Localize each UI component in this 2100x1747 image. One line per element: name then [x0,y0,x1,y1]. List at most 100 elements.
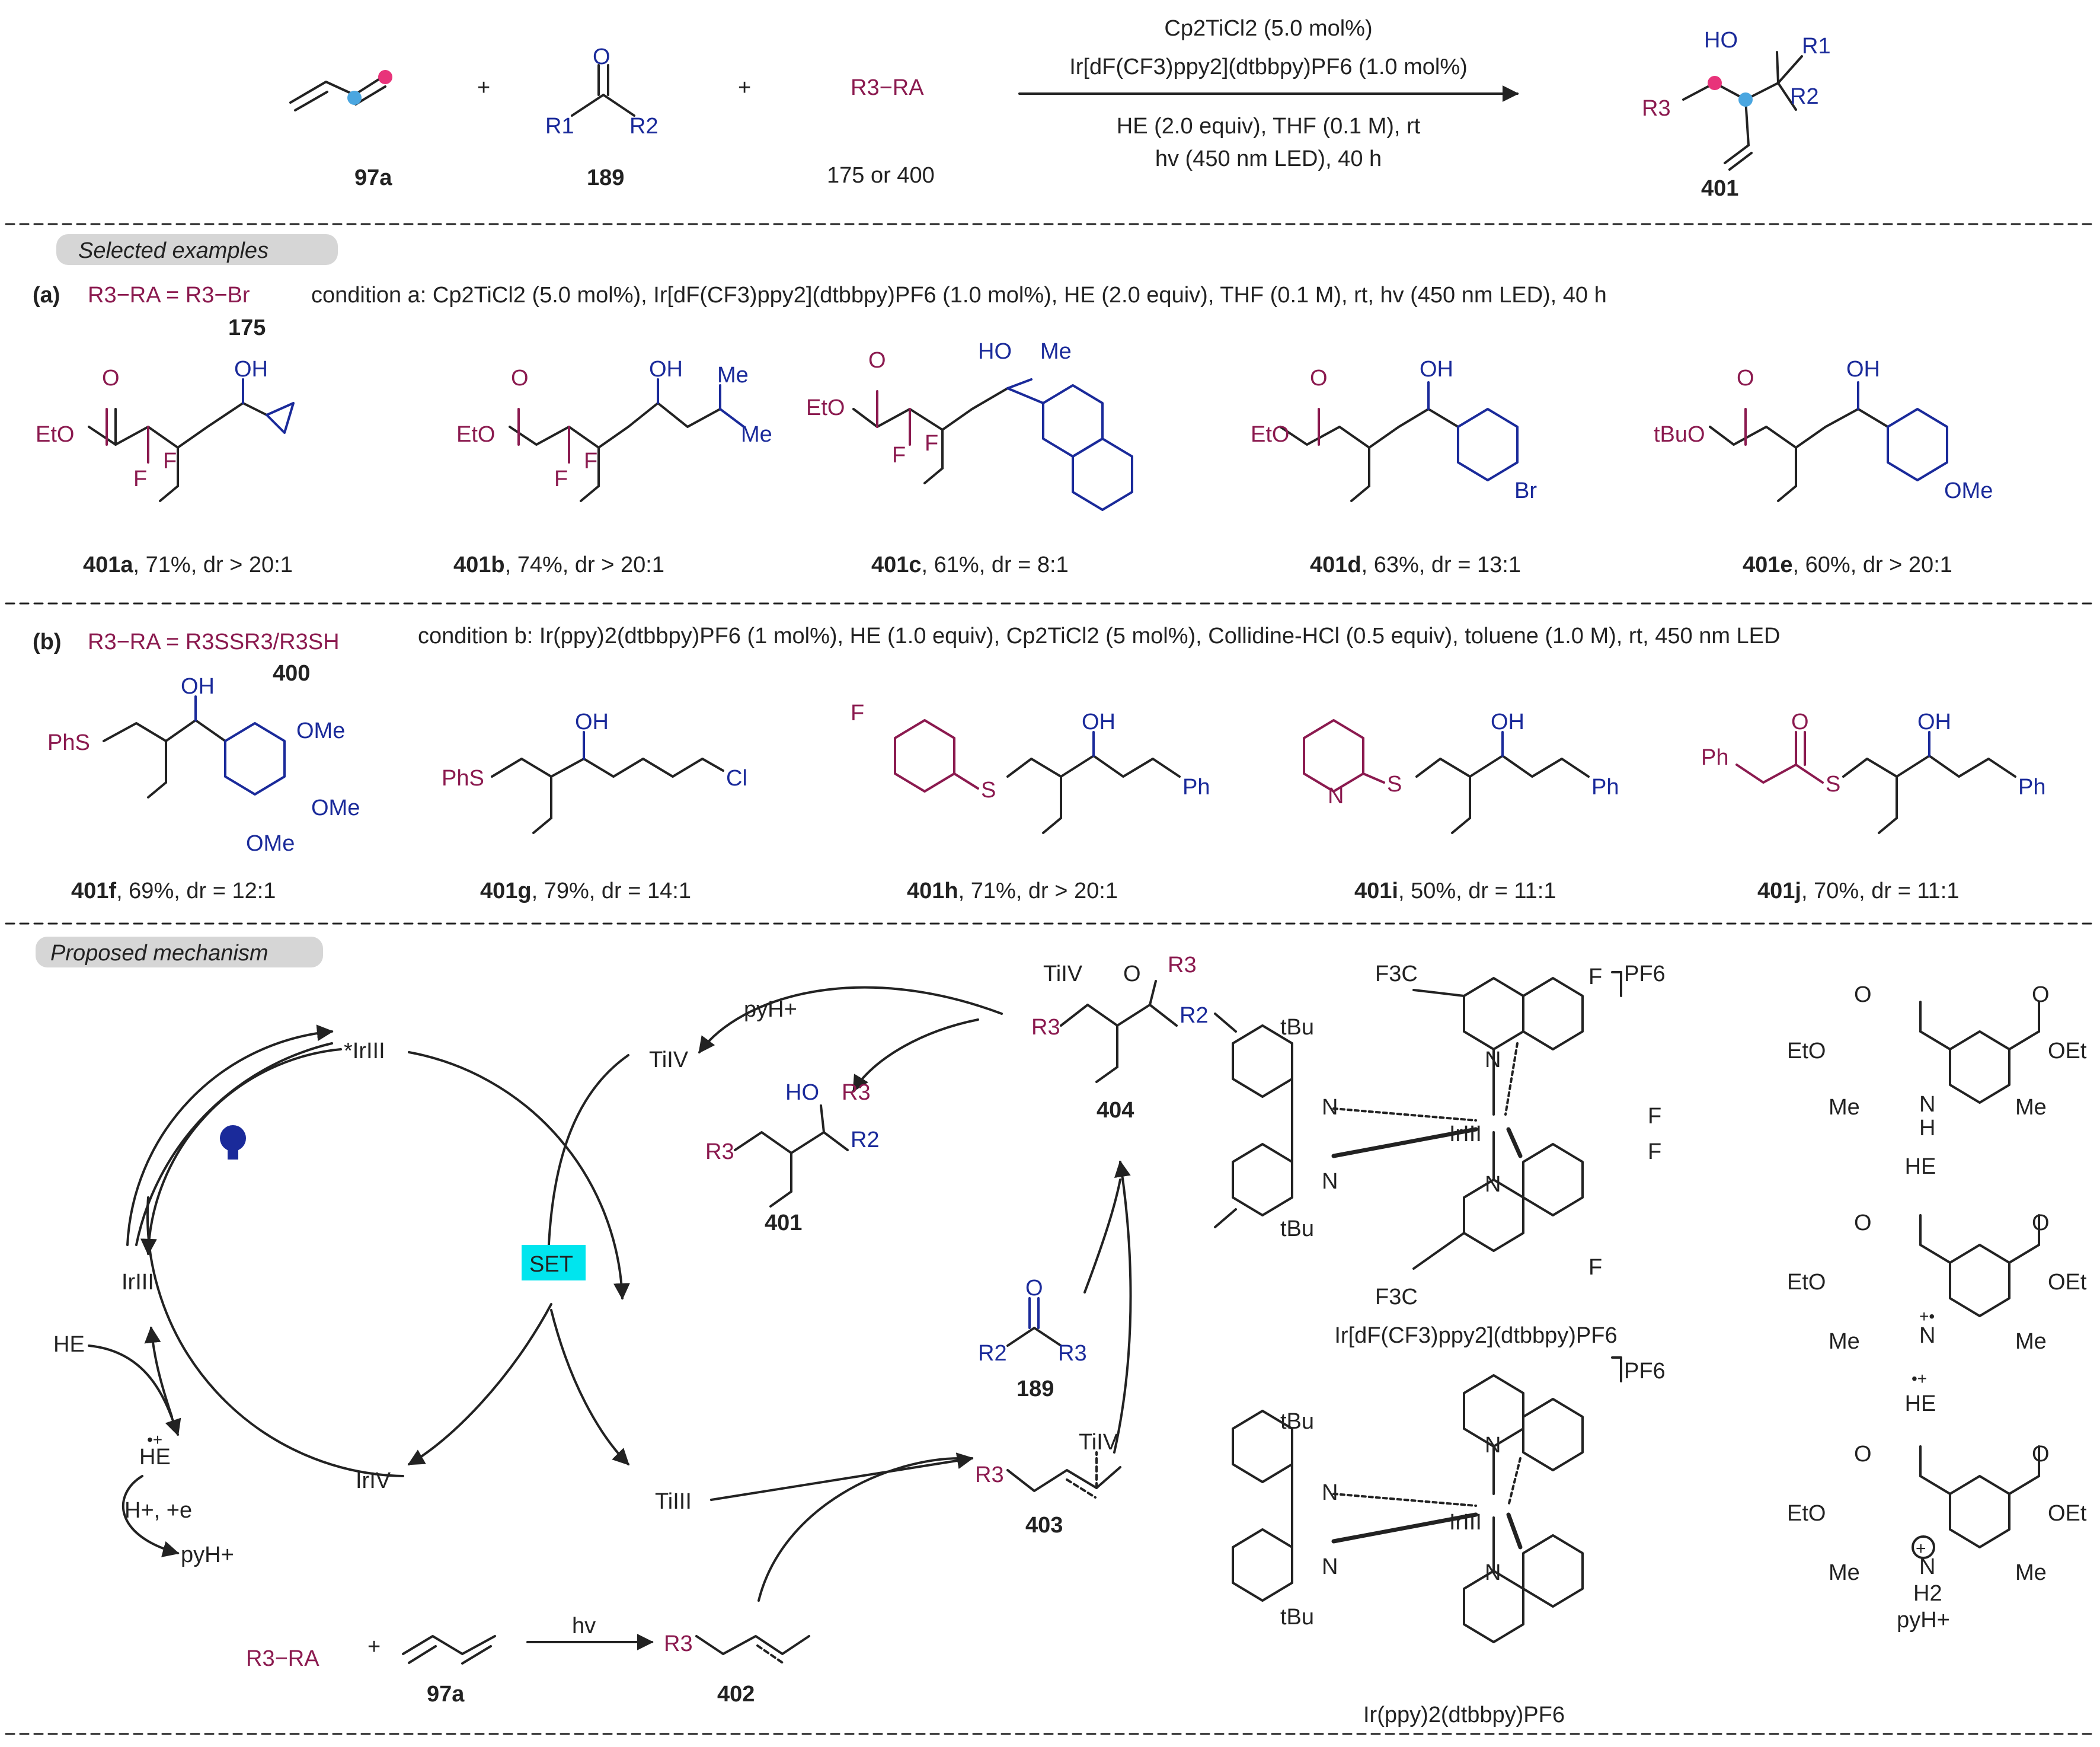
product-401-structure [1682,51,1803,171]
401j-s: S [1826,772,1840,797]
mech-401-r3a: R3 [705,1139,734,1164]
he-me1: Me [1829,1095,1860,1120]
structure-401a [88,378,295,502]
401g-oh: OH [575,710,609,734]
mech-he-radical-charge: •+ [147,1430,162,1449]
caption-401g: 401g, 79%, dr = 14:1 [480,879,691,903]
mech-403-id: 403 [1025,1513,1063,1538]
mech-ir3: IrIII [122,1270,154,1295]
mech-189-r2: R2 [978,1341,1007,1366]
401j-oh: OH [1917,710,1951,734]
mech-97a-structure [402,1635,496,1665]
he-rad-n: N [1919,1323,1935,1348]
mech-404-r2: R2 [1180,1003,1209,1028]
401d-o: O [1310,366,1328,391]
structure-401h [894,719,1181,834]
he-n: N [1919,1092,1935,1117]
ir1-n4: N [1485,1172,1501,1197]
401j-ph2: Ph [2018,775,2045,800]
section-a-tag: (a) [33,283,60,308]
401b-f1: F [554,467,568,491]
he-rad-me1: Me [1829,1329,1860,1354]
he-o2: O [2032,982,2050,1007]
he-rad-o2: O [2032,1211,2050,1235]
mech-189-id: 189 [1017,1376,1054,1401]
ir1-cf3-top: F3C [1375,962,1418,986]
mech-403-r3: R3 [975,1462,1004,1487]
ir2-name: Ir(ppy)2(dtbbpy)PF6 [1363,1703,1565,1727]
pyh-oet: OEt [2048,1501,2087,1526]
ir1-n1: N [1485,1047,1501,1072]
caption-401d: 401d, 63%, dr = 13:1 [1310,552,1521,577]
set-label: SET [529,1252,573,1277]
reactant-r3-ra: R3−RA [851,75,924,100]
structure-401i [1303,719,1590,834]
structure-401f [103,695,286,799]
ir2-n2: N [1322,1480,1338,1505]
401c-ho: HO [978,339,1012,364]
ir1-f1: F [1588,964,1602,989]
caption-401a: 401a, 71%, dr > 20:1 [83,552,293,577]
401c-o: O [868,348,886,373]
mech-401-structure [734,1104,849,1208]
mech-189-structure [1006,1297,1062,1347]
mech-404-r3b: R3 [1168,953,1197,978]
ir1-f2: F [1648,1104,1661,1129]
401j-ph1: Ph [1701,745,1728,770]
ir2-metal: IrIII [1449,1510,1482,1535]
structure-401j [1735,731,2016,834]
condition-line-2: Ir[dF(CF3)ppy2](dtbbpy)PF6 (1.0 mol%) [1069,55,1468,79]
401f-ome2: OMe [311,796,360,820]
product-r3: R3 [1642,96,1671,121]
set-box [522,1245,586,1280]
condition-line-1: Cp2TiCl2 (5.0 mol%) [1164,16,1372,41]
catalyst-ir2-structure [1232,1356,1622,1643]
caption-401e: 401e, 60%, dr > 20:1 [1743,552,1952,577]
401b-o: O [511,366,529,391]
he-rad-me2: Me [2015,1329,2047,1354]
he-h: H [1919,1116,1935,1141]
ir1-pf6: PF6 [1624,962,1666,986]
401i-oh: OH [1491,710,1524,734]
he-rad-name: HE [1905,1391,1936,1416]
mechanism-pill [36,937,323,967]
401g-phs: PhS [442,766,484,791]
pyh-structure [1912,1445,2040,1559]
structure-401c [852,378,1133,511]
light-bulb-icon [220,1125,246,1160]
mech-ir-star: *IrIII [344,1039,385,1063]
mech-pyh-top: pyH+ [744,997,797,1022]
ketone-r1: R1 [545,114,574,139]
ir1-n2: N [1322,1095,1338,1120]
reactant-189-id: 189 [587,165,624,190]
ir2-n4: N [1485,1560,1501,1585]
mech-189-r3: R3 [1058,1341,1087,1366]
mech-402-structure [695,1635,810,1665]
401f-ome1: OMe [296,718,345,743]
401i-s: S [1387,772,1402,797]
ir2-tbu-1: tBu [1280,1409,1314,1434]
401c-f2: F [925,431,938,456]
caption-401f: 401f, 69%, dr = 12:1 [71,879,276,903]
mech-401-ho: HO [785,1080,819,1105]
401b-me2: Me [741,422,772,447]
401i-n: N [1328,784,1344,809]
mech-401-r2: R2 [851,1128,880,1152]
cycle-ir-arc-right [408,1051,630,1300]
he-eto: EtO [1787,1039,1826,1063]
reactant-189-structure [571,64,635,117]
ir1-f3: F [1648,1139,1661,1164]
caption-401h: 401h, 71%, dr > 20:1 [907,879,1118,903]
structure-401b [509,378,745,502]
401e-o: O [1737,366,1754,391]
pyh-eto: EtO [1787,1501,1826,1526]
section-a-condition: condition a: Cp2TiCl2 (5.0 mol%), Ir[dF(… [311,283,1607,308]
ketone-o: O [593,44,610,69]
blue-dot-marker [347,91,362,105]
401d-oh: OH [1420,357,1453,382]
ir1-metal: IrIII [1449,1122,1482,1146]
401c-eto: EtO [806,395,845,420]
caption-401c: 401c, 61%, dr = 8:1 [871,552,1069,577]
401d-eto: EtO [1251,422,1289,447]
